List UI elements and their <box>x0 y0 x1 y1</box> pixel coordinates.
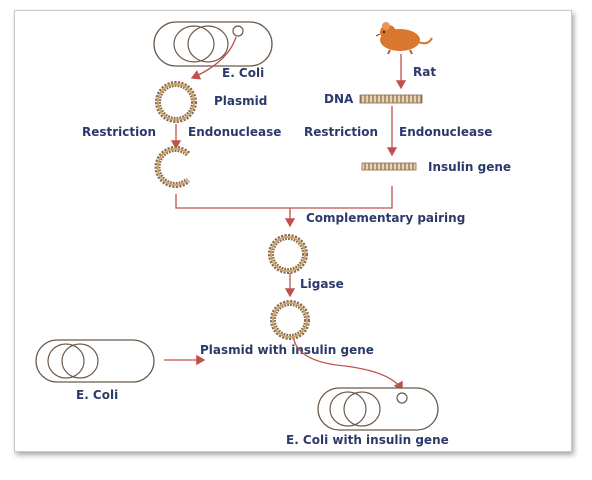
ecoli-cell-left <box>35 339 155 383</box>
chromosome-ring <box>173 25 215 63</box>
restriction-label-right: Restriction <box>304 125 378 139</box>
recombinant-plasmid <box>270 300 310 340</box>
ecoli-top-label: E. Coli <box>222 66 264 80</box>
ligase-label: Ligase <box>300 277 344 291</box>
insulin-gene-label: Insulin gene <box>428 160 511 174</box>
endonuclease-label-left: Endonuclease <box>188 125 281 139</box>
arrow-to-transformed-cell <box>293 339 403 392</box>
restriction-label-left: Restriction <box>82 125 156 139</box>
dna-strand <box>359 94 423 104</box>
rat-icon <box>375 22 433 55</box>
small-plasmid <box>232 25 244 37</box>
plasmid-label: Plasmid <box>214 94 267 108</box>
ecoli-cell-transformed <box>317 387 439 431</box>
plasmid-with-insulin-label: Plasmid with insulin gene <box>200 343 374 357</box>
chromosome-ring <box>187 25 229 63</box>
recombinant-ring-unligated <box>268 234 308 274</box>
dna-label: DNA <box>324 92 354 106</box>
arrow-plasmid-extraction <box>190 36 237 80</box>
ecoli-with-insulin-label: E. Coli with insulin gene <box>286 433 449 447</box>
recombinant-plasmid-small <box>396 392 408 404</box>
ecoli-cell-top <box>153 21 273 67</box>
endonuclease-label-right: Endonuclease <box>399 125 492 139</box>
ecoli-left-label: E. Coli <box>76 388 118 402</box>
joining-bracket <box>175 186 393 209</box>
rat-label: Rat <box>413 65 436 79</box>
complementary-pairing-label: Complementary pairing <box>306 211 465 225</box>
plasmid-ring <box>155 81 197 123</box>
insulin-gene-fragment <box>361 162 417 171</box>
